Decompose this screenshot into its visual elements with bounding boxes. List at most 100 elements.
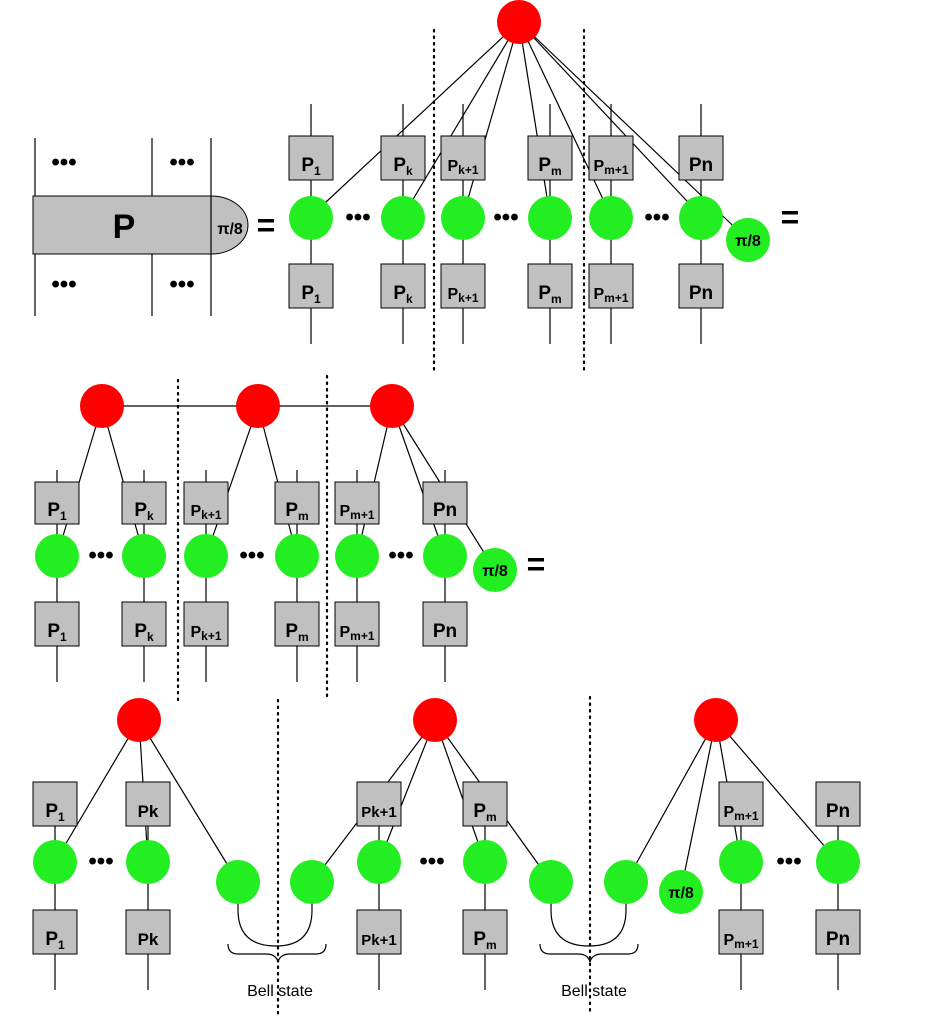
- box-pn-bottom: Pn: [815, 909, 861, 955]
- section1-expansion: P1 Pk Pk+1 Pm Pm+1 Pn P1 Pk Pk+1 Pm Pm+1…: [288, 0, 799, 374]
- svg-text:Pn: Pn: [433, 621, 457, 642]
- green-node: [289, 196, 333, 240]
- svg-text:Pm+1: Pm+1: [723, 804, 758, 823]
- svg-text:Pk: Pk: [134, 621, 154, 644]
- ellipsis: •••: [419, 848, 444, 875]
- svg-text:Pn: Pn: [433, 500, 457, 521]
- box-pk1-top: Pk+1: [440, 135, 486, 181]
- box-pk-bottom: Pk: [121, 601, 167, 647]
- pi8-label: π/8: [217, 221, 243, 238]
- green-pi8-node: [726, 218, 770, 262]
- svg-text:P1: P1: [47, 621, 67, 644]
- box-pm1-top: Pm+1: [718, 781, 764, 827]
- svg-text:Pk: Pk: [138, 930, 159, 949]
- svg-text:Pn: Pn: [826, 929, 850, 950]
- box-pm-top: Pm: [462, 781, 508, 827]
- svg-text:Pk+1: Pk+1: [447, 158, 478, 177]
- ellipsis: •••: [169, 271, 194, 298]
- bell-cup: [550, 900, 627, 947]
- green-node: [335, 534, 379, 578]
- ellipsis: •••: [776, 848, 801, 875]
- svg-text:Pm+1: Pm+1: [723, 932, 758, 951]
- green-bell-node: [529, 860, 573, 904]
- ellipsis: •••: [169, 149, 194, 176]
- svg-text:Pm+1: Pm+1: [593, 286, 628, 305]
- ellipsis: •••: [88, 542, 113, 569]
- red-node: [413, 698, 457, 742]
- green-node: [679, 196, 723, 240]
- p-gate-label: P: [113, 208, 136, 246]
- box-pk1-bottom: Pk+1: [356, 909, 402, 955]
- box-pm-bottom: Pm: [527, 263, 573, 309]
- equals-sign: =: [257, 207, 276, 243]
- bell-state-label: Bell state: [247, 983, 313, 1000]
- box-pm-bottom: Pm: [462, 909, 508, 955]
- svg-text:Pk+1: Pk+1: [361, 804, 396, 821]
- box-pk-bottom: Pk: [380, 263, 426, 309]
- box-pk1-top: Pk+1: [183, 481, 229, 525]
- svg-text:Pk+1: Pk+1: [190, 503, 221, 522]
- green-node: [184, 534, 228, 578]
- svg-text:Pn: Pn: [689, 155, 713, 176]
- box-pm1-bottom: Pm+1: [588, 263, 634, 309]
- svg-text:P1: P1: [45, 801, 65, 824]
- p-gate-body: [32, 195, 249, 255]
- section2: P1 Pk Pk+1 Pm Pm+1 Pn P1 Pk Pk+1 Pm Pm+1…: [34, 374, 545, 702]
- svg-text:Pk: Pk: [138, 802, 159, 821]
- green-node: [816, 840, 860, 884]
- red-node: [694, 698, 738, 742]
- svg-text:Pm: Pm: [285, 500, 308, 523]
- svg-text:Pm: Pm: [285, 621, 308, 644]
- box-pn-top: Pn: [422, 481, 468, 525]
- box-pm-top: Pm: [527, 135, 573, 181]
- ellipsis: •••: [345, 204, 370, 231]
- box-pk1-bottom: Pk+1: [440, 263, 486, 309]
- box-pm1-top: Pm+1: [334, 481, 380, 525]
- green-node: [275, 534, 319, 578]
- box-pk1-bottom: Pk+1: [183, 601, 229, 647]
- ellipsis: •••: [239, 542, 264, 569]
- green-node: [441, 196, 485, 240]
- svg-text:Pm+1: Pm+1: [339, 624, 374, 643]
- box-pn-top: Pn: [678, 135, 724, 181]
- bell-brace: [227, 943, 327, 963]
- green-node: [357, 840, 401, 884]
- green-node: [528, 196, 572, 240]
- green-bell-node: [604, 860, 648, 904]
- svg-text:Pk+1: Pk+1: [361, 932, 396, 949]
- svg-text:Pk: Pk: [134, 500, 154, 523]
- box-pm-top: Pm: [274, 481, 320, 525]
- green-node: [463, 840, 507, 884]
- green-node: [719, 840, 763, 884]
- box-pk1-top: Pk+1: [356, 781, 402, 827]
- box-pn-bottom: Pn: [678, 263, 724, 309]
- box-pm-bottom: Pm: [274, 601, 320, 647]
- svg-text:Pk: Pk: [393, 283, 413, 306]
- box-pm1-bottom: Pm+1: [334, 601, 380, 647]
- ellipsis: •••: [51, 149, 76, 176]
- svg-text:Pm: Pm: [538, 283, 561, 306]
- green-bell-node: [216, 860, 260, 904]
- green-node: [35, 534, 79, 578]
- ellipsis: •••: [493, 204, 518, 231]
- pi8-label: π/8: [482, 563, 508, 580]
- green-pi8-node: [659, 870, 703, 914]
- green-node: [381, 196, 425, 240]
- svg-text:Pn: Pn: [689, 283, 713, 304]
- ellipsis: •••: [388, 542, 413, 569]
- svg-text:Pk+1: Pk+1: [190, 624, 221, 643]
- green-bell-node: [290, 860, 334, 904]
- box-p1-bottom: P1: [32, 909, 78, 955]
- box-pn-top: Pn: [815, 781, 861, 827]
- box-p1-top: P1: [288, 135, 334, 181]
- p-gadget: ••• ••• ••• ••• P π/8 =: [32, 138, 276, 316]
- pi8-label: π/8: [668, 885, 694, 902]
- green-node: [589, 196, 633, 240]
- svg-text:Pk+1: Pk+1: [447, 286, 478, 305]
- svg-text:P1: P1: [47, 500, 67, 523]
- box-pn-bottom: Pn: [422, 601, 468, 647]
- ellipsis: •••: [51, 271, 76, 298]
- svg-text:Pm+1: Pm+1: [339, 503, 374, 522]
- green-node: [126, 840, 170, 884]
- green-node: [33, 840, 77, 884]
